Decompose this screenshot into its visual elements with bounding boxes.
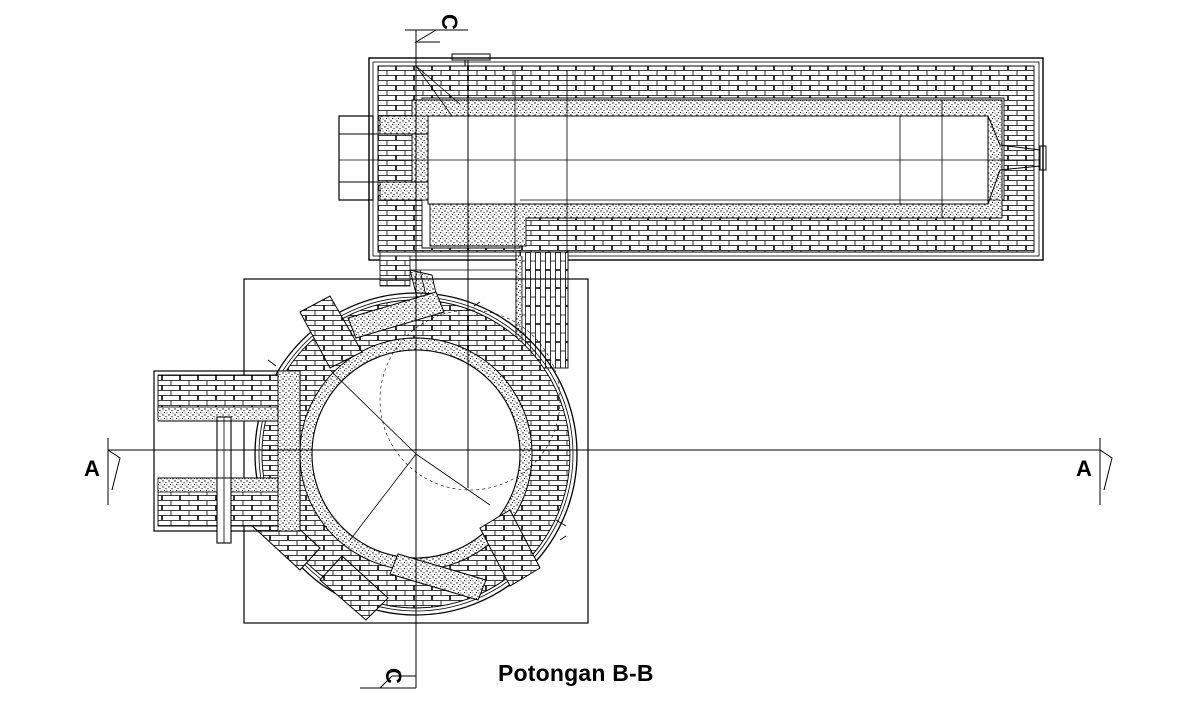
section-marker-a-right: A xyxy=(1076,456,1092,481)
section-marker-c-top: C xyxy=(437,14,462,30)
section-line-c xyxy=(360,29,469,689)
section-marker-a-left: A xyxy=(84,456,100,481)
section-marker-c-bottom: C xyxy=(381,668,406,684)
left-entry-fire-box xyxy=(153,370,301,544)
drawing-title: Potongan B-B xyxy=(498,660,654,686)
horizontal-duct xyxy=(338,53,1047,271)
construction-lines xyxy=(244,65,588,451)
